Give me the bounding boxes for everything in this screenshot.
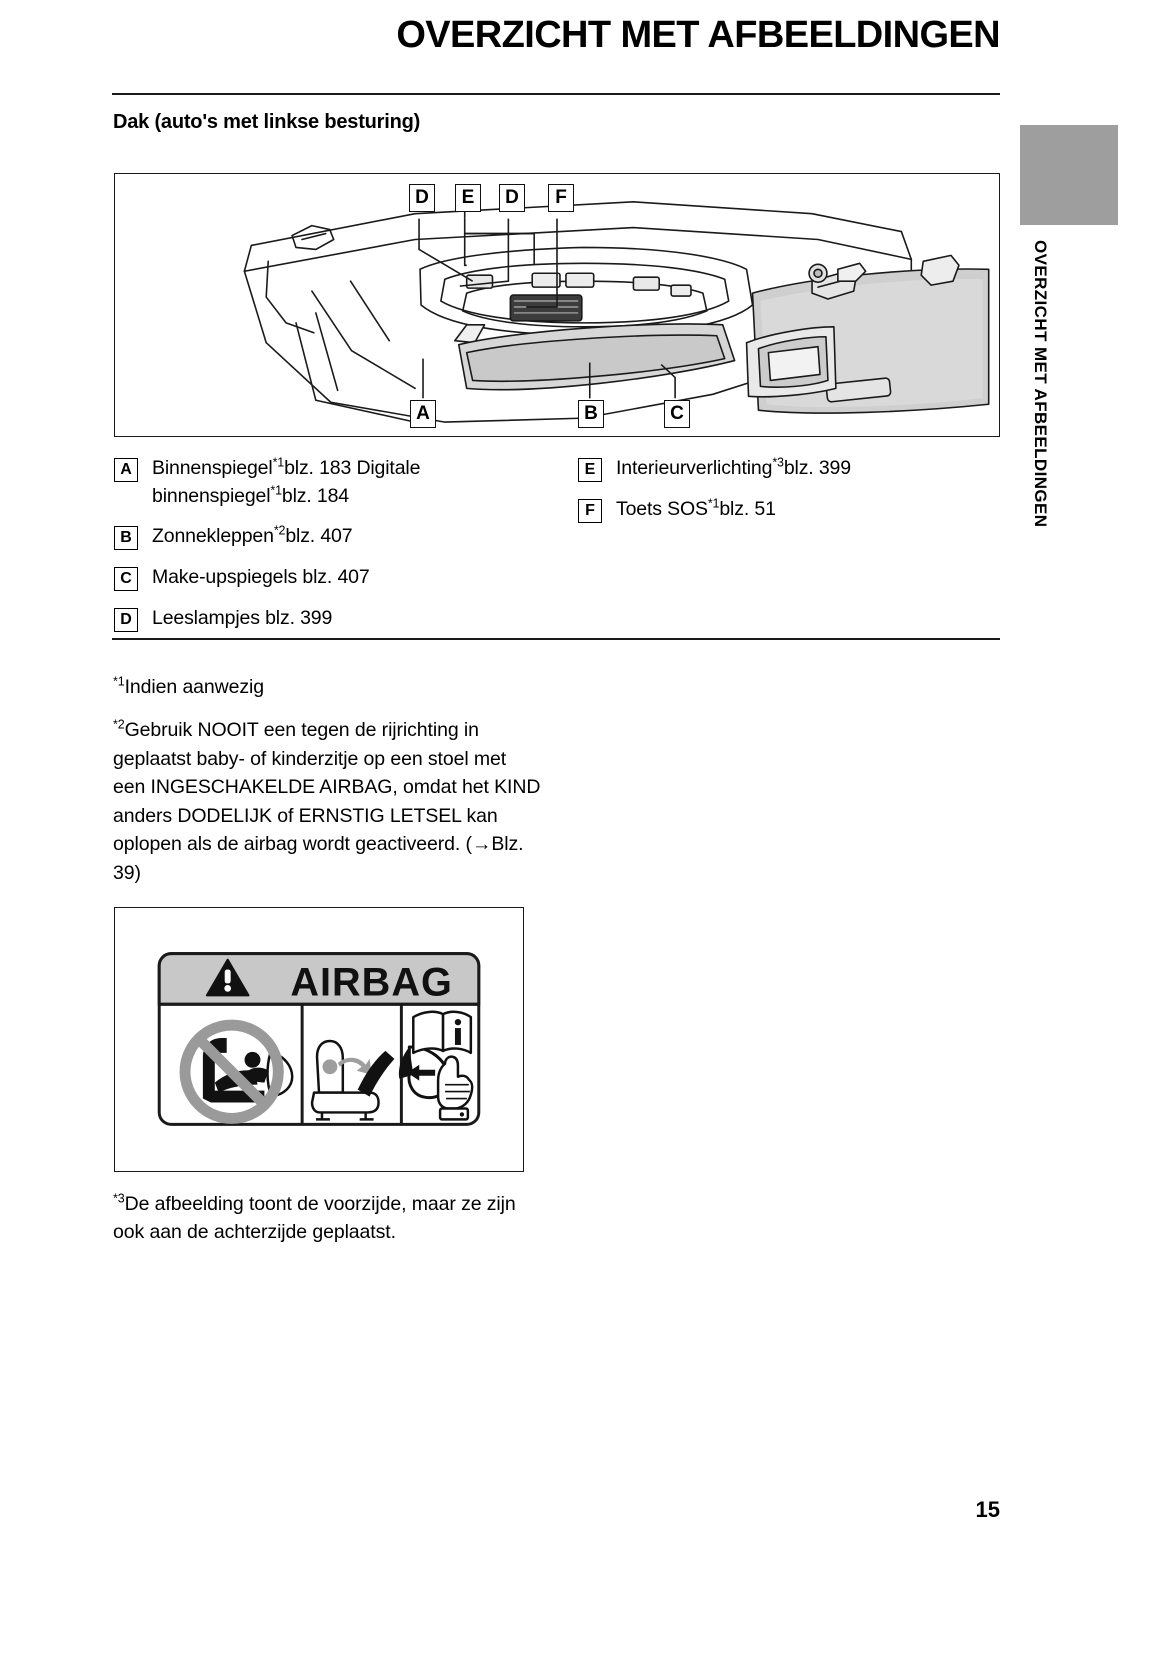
footnote-1-text: Indien aanwezig: [124, 676, 265, 698]
legend-label-f: Toets SOS*1blz. 51: [616, 496, 776, 520]
legend-item-d: D Leeslampjes blz. 399: [114, 605, 554, 633]
page-number: 15: [975, 1497, 1000, 1522]
footnote-1-marker: *1: [113, 674, 125, 689]
roof-illustration: D E D F A B C: [114, 173, 1000, 437]
legend-key-f: F: [578, 498, 602, 523]
legend-label-b: Zonnekleppen*2blz. 407: [152, 523, 353, 548]
legend-label-c: Make-upspiegels blz. 407: [152, 566, 370, 589]
title-divider: [112, 93, 1000, 95]
legend-key-c: C: [114, 567, 138, 592]
section-heading: Dak (auto's met linkse besturing): [113, 111, 421, 133]
read-manual-icon: [412, 1010, 473, 1055]
chapter-tab-label: OVERZICHT MET AFBEELDINGEN: [1031, 240, 1050, 528]
page-title: OVERZICHT MET AFBEELDINGEN: [396, 14, 1000, 56]
legend-item-b: B Zonnekleppen*2blz. 407: [114, 523, 554, 551]
chapter-tab-block: [1020, 125, 1118, 225]
footnotes: *1Indien aanwezig *2Gebruik NOOIT een te…: [113, 673, 543, 902]
pointing-hand-icon: [436, 1055, 474, 1121]
footnote-2-text: Gebruik NOOIT een tegen de rijrichting i…: [113, 719, 541, 884]
footnote-1: *1Indien aanwezig: [113, 673, 543, 701]
footnote-3-text: De afbeelding toont de voorzijde, maar z…: [113, 1193, 516, 1244]
legend-label-e: Interieurverlichting*3blz. 399: [616, 455, 851, 479]
legend-label-d: Leeslampjes blz. 399: [152, 606, 333, 629]
legend-key-d: D: [114, 607, 138, 632]
legend-key-e: E: [578, 458, 602, 482]
legend-divider: [112, 638, 1000, 640]
airbag-title: AIRBAG: [290, 960, 453, 1004]
footnote-3-marker: *3: [113, 1191, 125, 1206]
legend-item-c: C Make-upspiegels blz. 407: [114, 564, 554, 592]
legend-item-f: F Toets SOS*1blz. 51: [578, 496, 1018, 524]
airbag-warning-figure: AIRBAG: [114, 907, 524, 1172]
no-rear-facing-child-seat-icon: [179, 1019, 294, 1124]
legend-label-a: Binnenspiegel*1blz. 183 Digitale binnens…: [152, 455, 421, 507]
footnote-2-marker: *2: [113, 717, 125, 732]
legend-key-a: A: [114, 458, 138, 482]
warning-triangle-icon: [205, 958, 250, 997]
legend-column-right: E Interieurverlichting*3blz. 399 F Toets…: [578, 455, 1018, 536]
legend-column-left: A Binnenspiegel*1blz. 183 Digitale binne…: [114, 455, 554, 645]
legend-item-a: A Binnenspiegel*1blz. 183 Digitale binne…: [114, 455, 554, 510]
legend-item-e: E Interieurverlichting*3blz. 399: [578, 455, 1018, 483]
footnote-3: *3De afbeelding toont de voorzijde, maar…: [113, 1190, 543, 1247]
legend-key-b: B: [114, 526, 138, 551]
footnote-2: *2Gebruik NOOIT een tegen de rijrichting…: [113, 716, 543, 887]
legend: A Binnenspiegel*1blz. 183 Digitale binne…: [114, 455, 1000, 635]
